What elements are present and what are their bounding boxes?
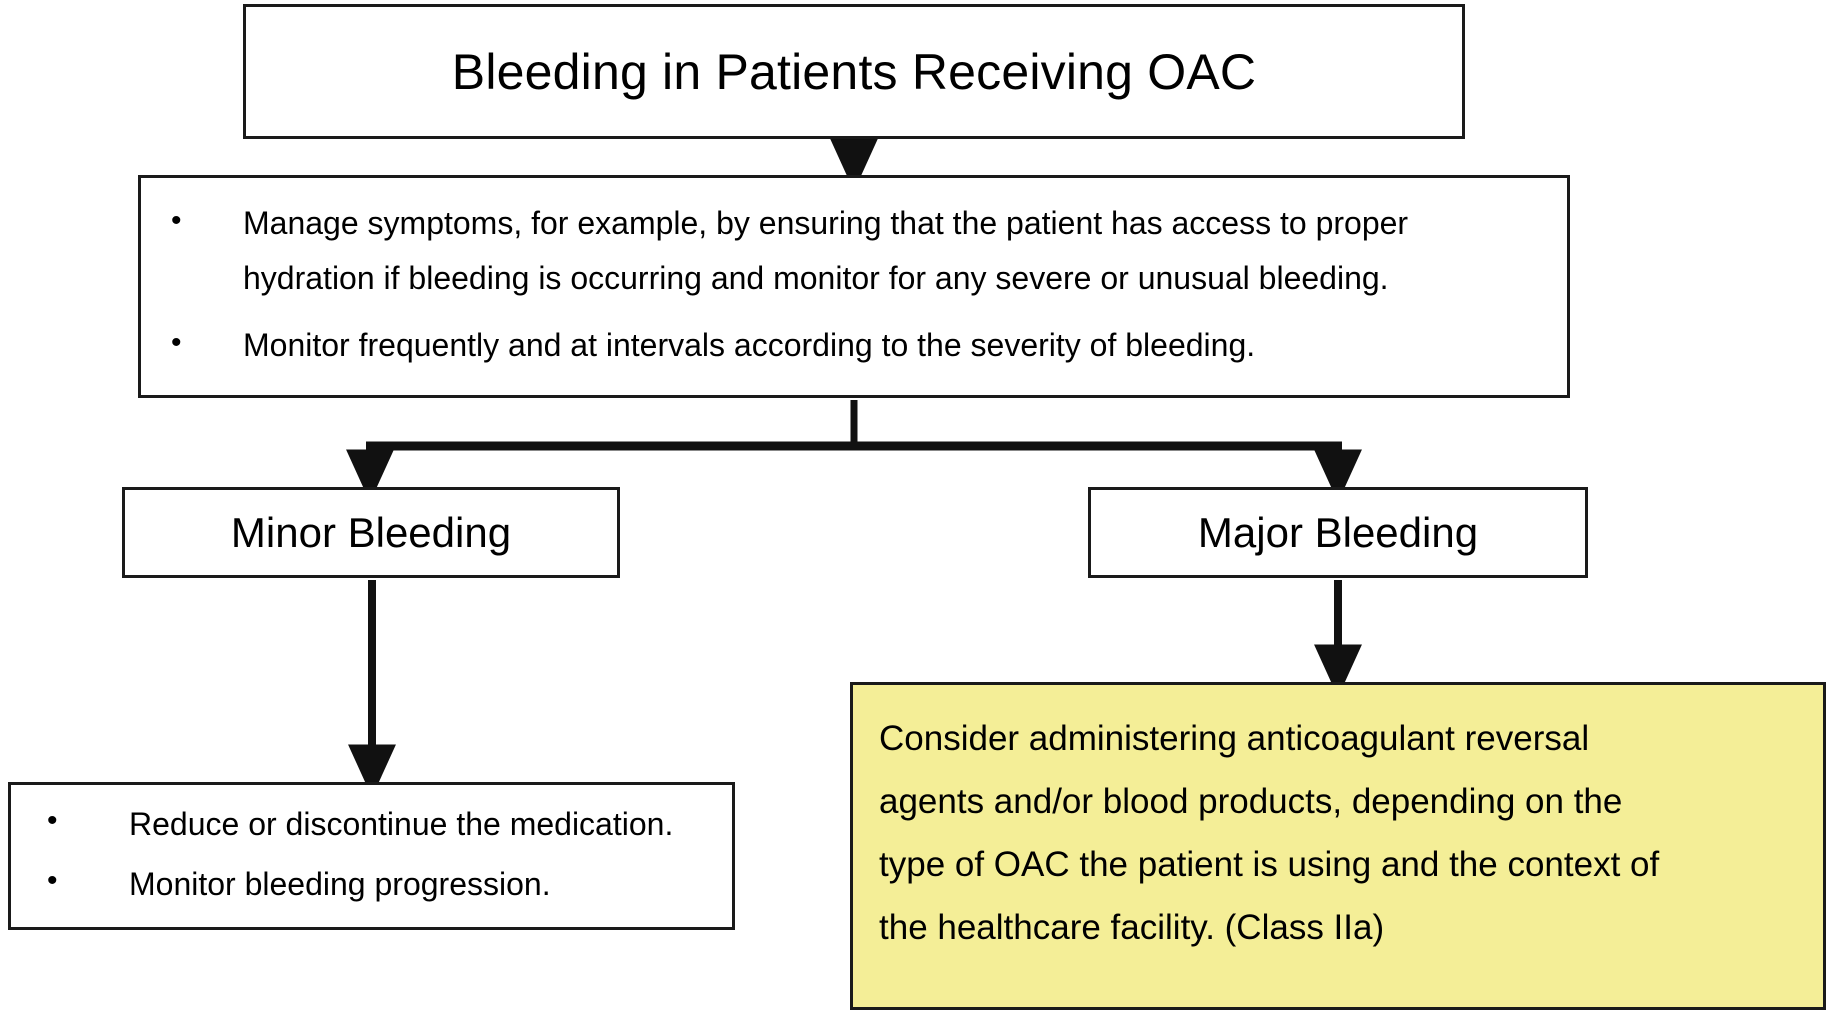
list-item-text: Reduce or discontinue the medication.: [129, 806, 674, 842]
list-item: • Monitor bleeding progression.: [21, 861, 722, 907]
arrow-manage-to-branches: [346, 400, 1363, 503]
node-reversal-text: Consider administering anticoagulant rev…: [879, 719, 1660, 947]
list-item-text: Monitor frequently and at intervals acco…: [243, 327, 1256, 364]
manage-bullet-list: • Manage symptoms, for example, by ensur…: [165, 196, 1543, 373]
node-major-bleeding-label: Major Bleeding: [1197, 508, 1479, 556]
node-minor-bleeding: Minor Bleeding: [122, 487, 620, 578]
node-manage-symptoms: • Manage symptoms, for example, by ensur…: [138, 175, 1570, 398]
node-minor-bleeding-actions: • Reduce or discontinue the medication. …: [8, 782, 735, 930]
minor-actions-bullet-list: • Reduce or discontinue the medication. …: [21, 801, 722, 908]
node-major-bleeding: Major Bleeding: [1088, 487, 1588, 578]
list-item: • Monitor frequently and at intervals ac…: [165, 318, 1543, 373]
bullet-icon: •: [171, 326, 182, 360]
list-item-text: Manage symptoms, for example, by ensurin…: [243, 205, 1409, 297]
node-anticoagulant-reversal-recommendation: Consider administering anticoagulant rev…: [850, 682, 1826, 1010]
node-title-label: Bleeding in Patients Receiving OAC: [451, 43, 1257, 100]
list-item: • Reduce or discontinue the medication.: [21, 801, 722, 847]
bullet-icon: •: [47, 864, 58, 898]
node-minor-bleeding-label: Minor Bleeding: [230, 508, 512, 556]
list-item-text: Monitor bleeding progression.: [129, 866, 551, 903]
list-item: • Manage symptoms, for example, by ensur…: [165, 196, 1543, 306]
bullet-icon: •: [47, 804, 58, 837]
node-title-bleeding-in-patients-receiving-oac: Bleeding in Patients Receiving OAC: [243, 4, 1465, 139]
bullet-icon: •: [171, 204, 182, 237]
